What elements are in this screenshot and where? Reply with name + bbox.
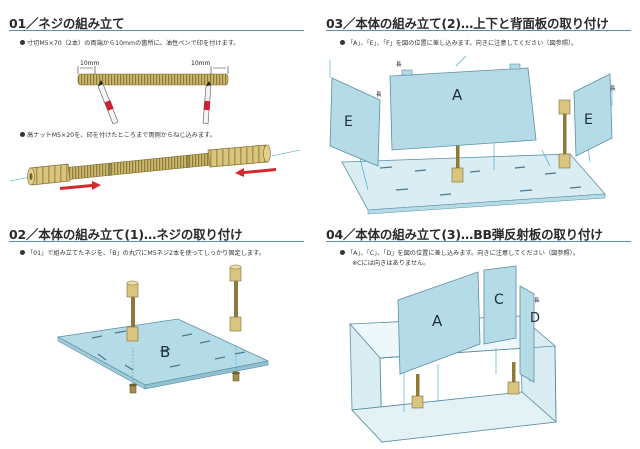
arrow-left-icon	[235, 168, 276, 177]
edge-mark-d: 長	[534, 297, 540, 304]
edge-mark-left: 長	[376, 91, 382, 98]
section-01-title: 01／ネジの組み立て	[9, 16, 125, 31]
panel-label-e-left: E	[344, 114, 353, 130]
section-04-rule	[326, 241, 631, 243]
panel-label-a: A	[452, 86, 463, 104]
section-03-note-1: 「A」、「E」、「F」を図の位置に差し込みます。向きに注意してください（図参照）…	[340, 39, 577, 48]
section-03-illustration: E 長 A 長 E 長	[329, 55, 616, 215]
section-04-illustration: A C D 長	[349, 265, 557, 444]
panel-a: A 長	[389, 61, 537, 151]
rod-assembly-right	[229, 264, 242, 382]
edge-mark-top: 長	[396, 61, 402, 68]
section-03-title: 03／本体の組み立て(2)…上下と背面板の取り付け	[326, 16, 609, 31]
section-04-title: 04／本体の組み立て(3)…BB弾反射板の取り付け	[326, 227, 603, 242]
section-01-note-2: 高ナットM5×20を、印を付けたところまで両側からねじ込みます。	[20, 131, 216, 140]
panel-a: A	[397, 271, 481, 375]
marker-pen-icon	[97, 80, 119, 125]
section-02-note-1: 「01」で組み立てたネジを、「B」の丸穴にM5ネジ2本を使ってしっかり固定します…	[20, 249, 265, 258]
section-01-illustration: 10mm 10mm	[9, 60, 301, 190]
section-02-illustration: B	[56, 264, 270, 394]
panel-c: C	[483, 265, 517, 345]
bullet-icon	[340, 250, 345, 255]
panel-label-c: C	[494, 292, 504, 308]
panel-label-e-right: E	[584, 112, 593, 128]
marker-pen-icon	[202, 81, 212, 125]
section-01-rule	[9, 30, 304, 32]
rod-right	[558, 99, 571, 169]
rod-with-high-nuts	[9, 144, 301, 190]
section-03-rule	[326, 30, 631, 32]
panel-label-d: D	[530, 311, 540, 326]
section-01-note-1: 寸切M5×70（2本）の両端から10mmの箇所に、油性ペンで印を付けます。	[20, 39, 239, 48]
edge-mark-right: 長	[610, 85, 616, 92]
bullet-icon	[20, 250, 25, 255]
bullet-icon	[20, 40, 25, 45]
bullet-icon	[340, 40, 345, 45]
section-02-rule	[9, 241, 304, 243]
dim-label-right: 10mm	[191, 60, 210, 67]
section-02-title: 02／本体の組み立て(1)…ネジの取り付け	[9, 227, 243, 242]
panel-e-left: E 長	[329, 77, 382, 167]
panel-d: D 長	[519, 285, 540, 383]
panel-b-plate: B	[56, 318, 270, 390]
threaded-rod-marking: 10mm 10mm	[77, 60, 229, 125]
arrow-right-icon	[60, 181, 101, 190]
panel-label-a: A	[432, 312, 443, 330]
panel-e-right: E 長	[573, 73, 616, 157]
dim-label-left: 10mm	[80, 60, 99, 67]
panel-label-b: B	[160, 343, 170, 361]
bullet-icon	[20, 132, 25, 137]
section-04-note-1: 「A」、「C」、「D」を図の位置に差し込みます。向きに注意してください（図参照）…	[340, 249, 579, 258]
section-04-note-2: ※Cには向きはありません。	[352, 260, 430, 267]
rod-assembly-left	[126, 280, 139, 394]
